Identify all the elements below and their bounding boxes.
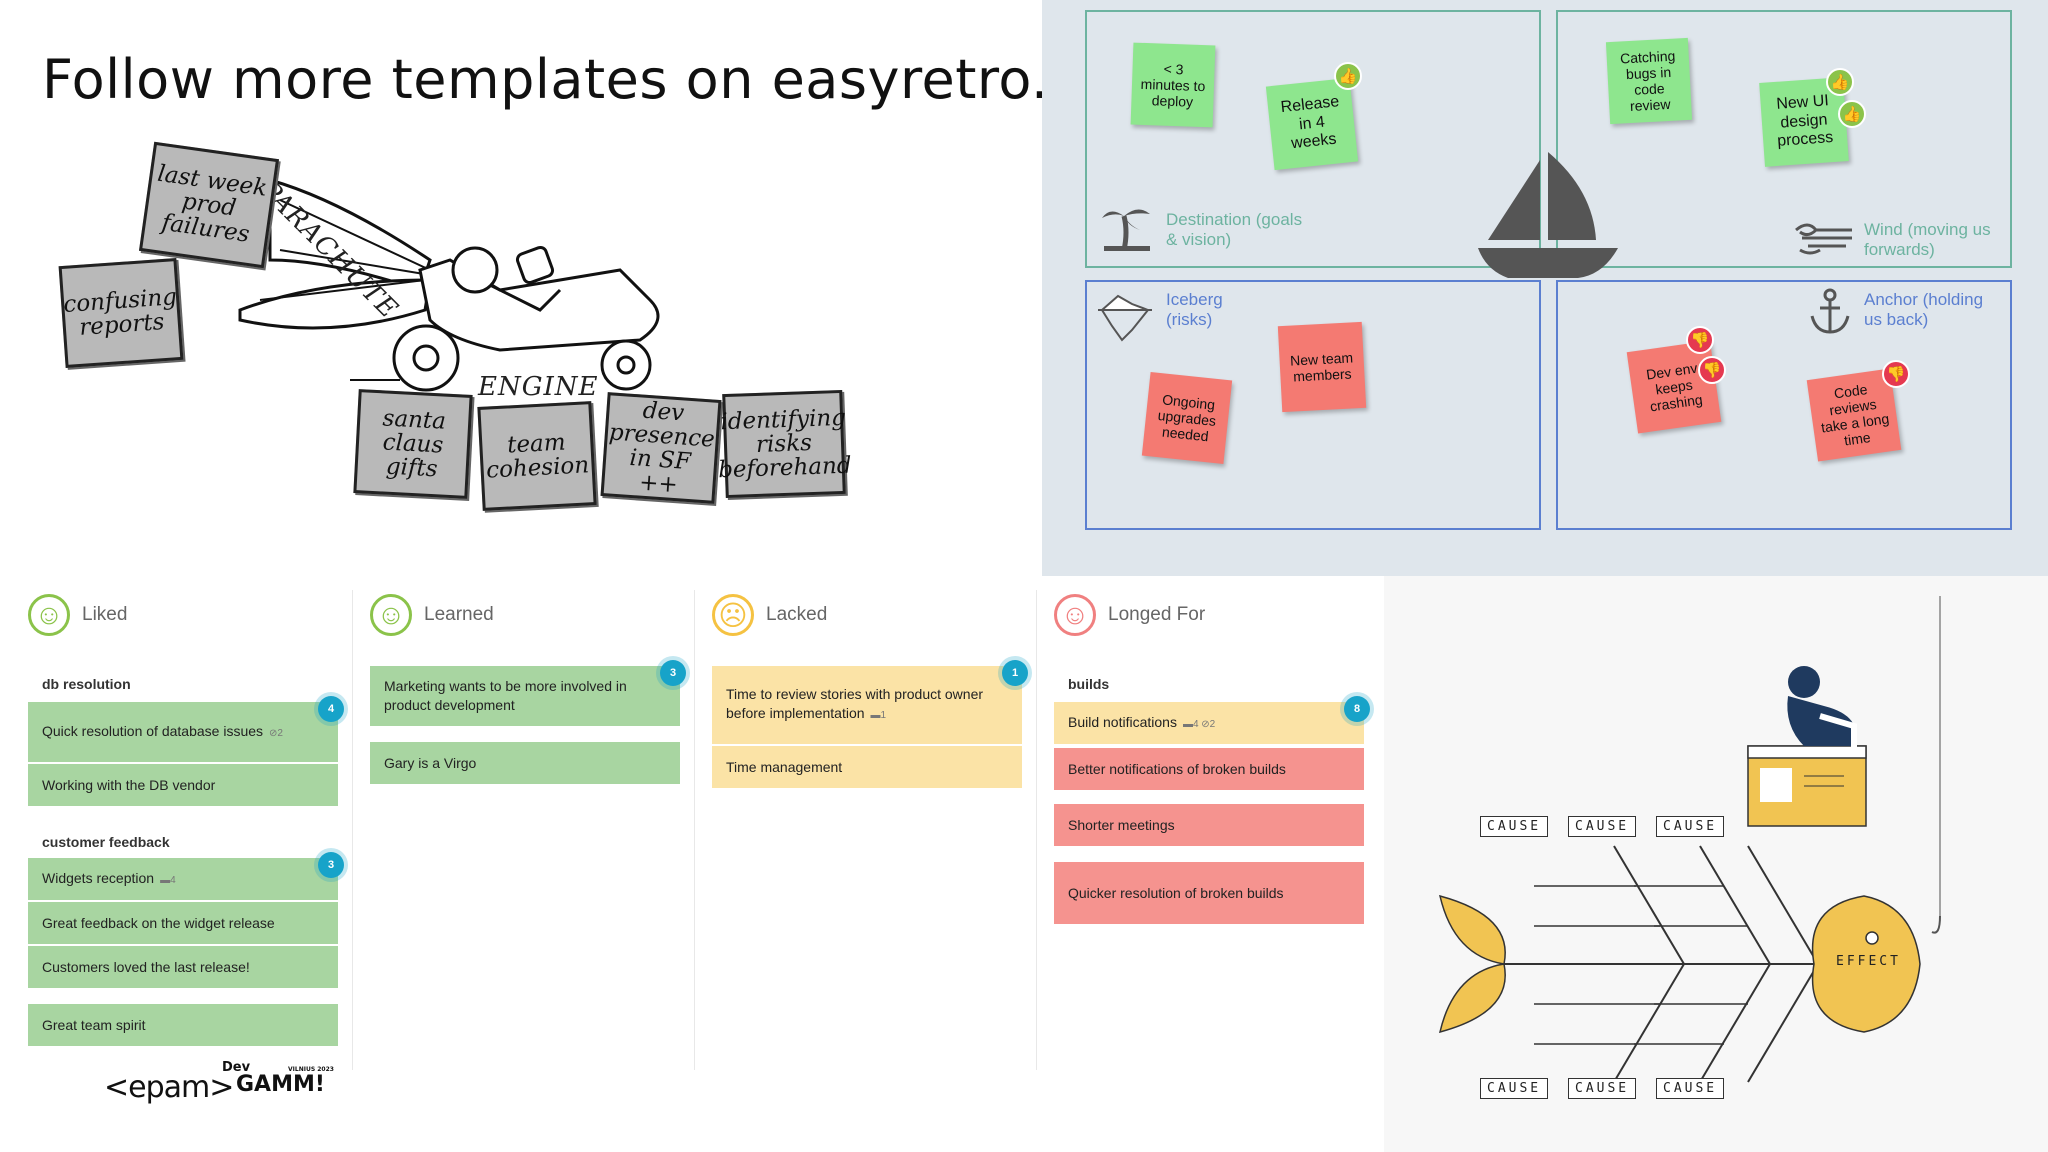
retro-card[interactable]: Quick resolution of database issues⊘2 <box>28 702 338 762</box>
card-meta: ▬4 ⊘2 <box>1182 718 1216 730</box>
retro-card[interactable]: Build notifications▬4 ⊘2 <box>1054 702 1364 744</box>
sticky-note[interactable]: < 3 minutes to deploy <box>1130 42 1216 128</box>
thumbs-up-icon[interactable]: 👍 <box>1826 68 1854 96</box>
sticky-note[interactable]: Catching bugs in code review <box>1605 37 1693 125</box>
vote-count-badge: 8 <box>1344 696 1370 722</box>
column-header-longed-for: ☺ Longed For <box>1054 594 1205 636</box>
smile-face-icon: ☺ <box>28 594 70 636</box>
card-meta: ▬1 <box>870 710 887 721</box>
column-header-liked: ☺ Liked <box>28 594 127 636</box>
thumbs-down-icon[interactable]: 👎 <box>1882 360 1910 388</box>
thumbs-down-icon[interactable]: 👎 <box>1686 326 1714 354</box>
vote-count-badge: 4 <box>318 696 344 722</box>
retro-card[interactable]: Working with the DB vendor <box>28 764 338 806</box>
iceberg-label: Iceberg (risks) <box>1166 290 1223 329</box>
rear-wheel <box>600 339 652 391</box>
wind-label: Wind (moving us forwards) <box>1864 220 1991 259</box>
retro-card[interactable]: Marketing wants to be more involved in p… <box>370 666 680 726</box>
front-wheel <box>392 324 460 392</box>
iceberg-quadrant <box>1085 280 1541 530</box>
retro-card[interactable]: Shorter meetings <box>1054 804 1364 846</box>
fishbone-diagram: CAUSE CAUSE CAUSE CAUSE CAUSE CAUSE EFFE… <box>1384 576 2048 1152</box>
driver-head <box>451 246 499 294</box>
fish-tail-lower <box>1438 963 1506 1034</box>
retro-card[interactable]: Quicker resolution of broken builds <box>1054 862 1364 924</box>
engine-item: team cohesion <box>477 401 597 511</box>
vote-count-badge: 3 <box>660 660 686 686</box>
group-title: builds <box>1068 676 1110 692</box>
engine-item: dev presence in SF ++ <box>600 392 722 504</box>
retro-card[interactable]: Better notifications of broken builds <box>1054 748 1364 790</box>
effect-label: EFFECT <box>1836 954 1901 969</box>
palm-tree-icon <box>1102 209 1150 251</box>
retro-card[interactable]: Gary is a Virgo <box>370 742 680 784</box>
sticky-note[interactable]: Release in 4 weeks <box>1265 77 1359 171</box>
iceberg-icon <box>1098 294 1152 342</box>
speedcar-sketch <box>238 178 660 396</box>
engine-item: identifying risks beforehand <box>718 389 852 499</box>
sad-face-icon: ☹ <box>712 594 754 636</box>
parachute-item: confusing reports <box>58 258 184 368</box>
sticky-note[interactable]: Ongoing upgrades needed <box>1141 371 1233 465</box>
vote-count-badge: 3 <box>318 852 344 878</box>
retro-card[interactable]: Great team spirit <box>28 1004 338 1046</box>
sticky-note[interactable]: Dev env keeps crashing <box>1626 340 1722 434</box>
retro-card[interactable]: Great feedback on the widget release <box>28 902 338 944</box>
vote-count-badge: 1 <box>1002 660 1028 686</box>
page-title: Follow more templates on easyretro.io <box>42 48 1098 111</box>
cause-label: CAUSE <box>1480 816 1549 837</box>
person-icon <box>1788 666 1820 698</box>
destination-quadrant <box>1085 10 1541 268</box>
engine-item: santa claus gifts <box>353 389 473 499</box>
cause-label: CAUSE <box>1568 816 1637 837</box>
engine-label: ENGINE <box>478 372 599 402</box>
fish-eye <box>1865 931 1879 945</box>
sailboat-icon <box>1478 152 1618 278</box>
cause-label: CAUSE <box>1480 1078 1549 1099</box>
epam-logo: <epam> <box>104 1070 234 1105</box>
anchor-quadrant <box>1556 280 2012 530</box>
wind-icon <box>1795 223 1852 255</box>
retro-card[interactable]: Customers loved the last release! <box>28 946 338 988</box>
thumbs-down-icon[interactable]: 👎 <box>1698 356 1726 384</box>
retro-card[interactable]: Time to review stories with product owne… <box>712 666 1022 744</box>
graduate-face-icon: ☺ <box>370 594 412 636</box>
fish-tail-upper <box>1438 894 1506 965</box>
card-meta: ⊘2 <box>269 727 283 739</box>
devgamm-logo: Dev GAMM! VILNIUS 2023 <box>222 1060 334 1097</box>
sticky-note[interactable]: New team members <box>1277 321 1367 413</box>
thumbs-up-icon[interactable]: 👍 <box>1838 100 1866 128</box>
destination-label: Destination (goals & vision) <box>1166 210 1303 249</box>
fishbone-skeleton <box>1438 596 1941 1083</box>
cause-label: CAUSE <box>1568 1078 1637 1099</box>
anchor-label: Anchor (holding us back) <box>1864 290 1984 329</box>
parachute-item: last week prod failures <box>138 141 280 269</box>
card-meta: ▬4 <box>160 874 176 886</box>
retro-card[interactable]: Widgets reception▬4 <box>28 858 338 900</box>
anchor-icon <box>1810 288 1850 334</box>
thumbs-up-icon[interactable]: 👍 <box>1334 62 1362 90</box>
heart-eyes-face-icon: ☺ <box>1054 594 1096 636</box>
sailboat-board: Destination (goals & vision) Wind (movin… <box>1042 0 2048 576</box>
cause-label: CAUSE <box>1656 1078 1725 1099</box>
column-header-learned: ☺ Learned <box>370 594 494 636</box>
group-title: customer feedback <box>42 834 170 850</box>
wind-quadrant <box>1556 10 2012 268</box>
column-header-lacked: ☹ Lacked <box>712 594 827 636</box>
retro-card[interactable]: Time management <box>712 746 1022 788</box>
fishing-hook-icon <box>1931 915 1941 934</box>
cause-label: CAUSE <box>1656 816 1725 837</box>
fish-head <box>1811 895 1921 1033</box>
group-title: db resolution <box>42 676 131 692</box>
